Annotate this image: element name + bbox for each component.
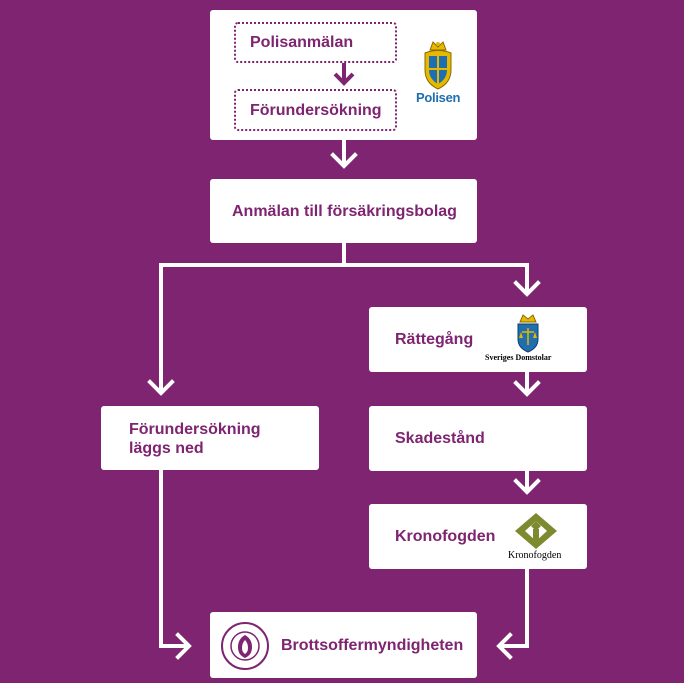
bom-seal-icon <box>221 622 269 670</box>
investigation-closed-box: Förundersökning läggs ned <box>101 406 319 470</box>
forundersokning-label: Förundersökning <box>250 102 382 119</box>
arrow-to-anmalan <box>330 152 358 169</box>
police-emblem-icon <box>424 41 452 90</box>
kronofogden-logo-text: Kronofogden <box>508 550 562 561</box>
arrow-to-rattegang <box>513 280 541 297</box>
arrow-down-icon <box>333 63 355 86</box>
insurance-report-label: Anmälan till försäkringsbolag <box>232 203 457 220</box>
arrow-to-nedlagd <box>147 379 175 396</box>
victim-authority-box: Brottsoffermyndigheten <box>210 612 477 678</box>
polisanmalan-step <box>234 22 397 63</box>
domstolar-logo-text: Sveriges Domstolar <box>485 353 552 362</box>
damages-box: Skadestånd <box>369 406 587 471</box>
victim-authority-label: Brottsoffermyndigheten <box>281 637 464 654</box>
investigation-closed-label: Förundersökning läggs ned <box>129 421 261 457</box>
arrow-to-kronofogden <box>513 478 541 495</box>
insurance-report-box: Anmälan till försäkringsbolag <box>210 179 477 243</box>
polisen-logo-text: Polisen <box>416 90 461 105</box>
kronofogden-diamond-icon <box>515 513 557 549</box>
trial-label: Rättegång <box>395 331 474 348</box>
arrow-left-to-bom <box>175 632 192 660</box>
arrow-right-to-bom <box>496 632 513 660</box>
police-box: Polisanmälan Förundersökning Polisen <box>210 10 477 140</box>
enforcement-label: Kronofogden <box>395 528 496 545</box>
arrow-to-skadestand <box>513 380 541 397</box>
forundersokning-step <box>234 89 397 131</box>
connector-kronofogden-to-bom <box>498 567 529 648</box>
enforcement-box: Kronofogden Kronofogden <box>369 504 587 569</box>
trial-box: Rättegång Sveriges Domstolar <box>369 307 587 372</box>
connector-nedlagd-to-bom <box>159 468 190 648</box>
damages-label: Skadestånd <box>395 430 485 447</box>
polisanmalan-label: Polisanmälan <box>250 34 354 51</box>
court-crown-icon <box>517 314 539 353</box>
